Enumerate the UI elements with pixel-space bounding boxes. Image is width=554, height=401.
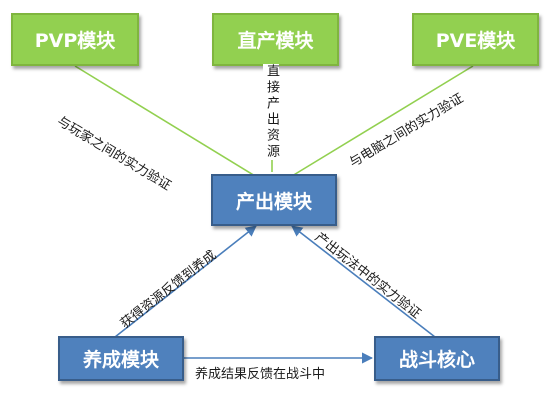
connector-pve-output xyxy=(291,65,474,177)
node-combat-core-label: 战斗核心 xyxy=(398,349,475,371)
node-direct-output-module: 直产模块 xyxy=(212,13,339,66)
node-output-module-label: 产出模块 xyxy=(235,190,312,213)
node-pve-module: PVE模块 xyxy=(412,13,539,66)
node-output-module: 产出模块 xyxy=(211,174,337,226)
node-training-module-label: 养成模块 xyxy=(82,349,159,371)
node-pvp-module: PVP模块 xyxy=(11,13,139,66)
arrow-combat-to-output xyxy=(291,225,436,338)
node-pvp-module-label: PVP模块 xyxy=(34,30,116,52)
edge-label-direct-output: 直接产出资源 xyxy=(263,64,279,160)
node-combat-core: 战斗核心 xyxy=(374,336,500,381)
node-direct-output-module-label: 直产模块 xyxy=(237,30,314,52)
connector-pvp-output xyxy=(74,65,256,177)
node-pve-module-label: PVE模块 xyxy=(435,30,516,52)
edge-label-training-to-combat: 养成结果反馈在战斗中 xyxy=(195,367,326,382)
node-training-module: 养成模块 xyxy=(58,336,184,381)
arrow-training-to-output xyxy=(114,225,257,338)
